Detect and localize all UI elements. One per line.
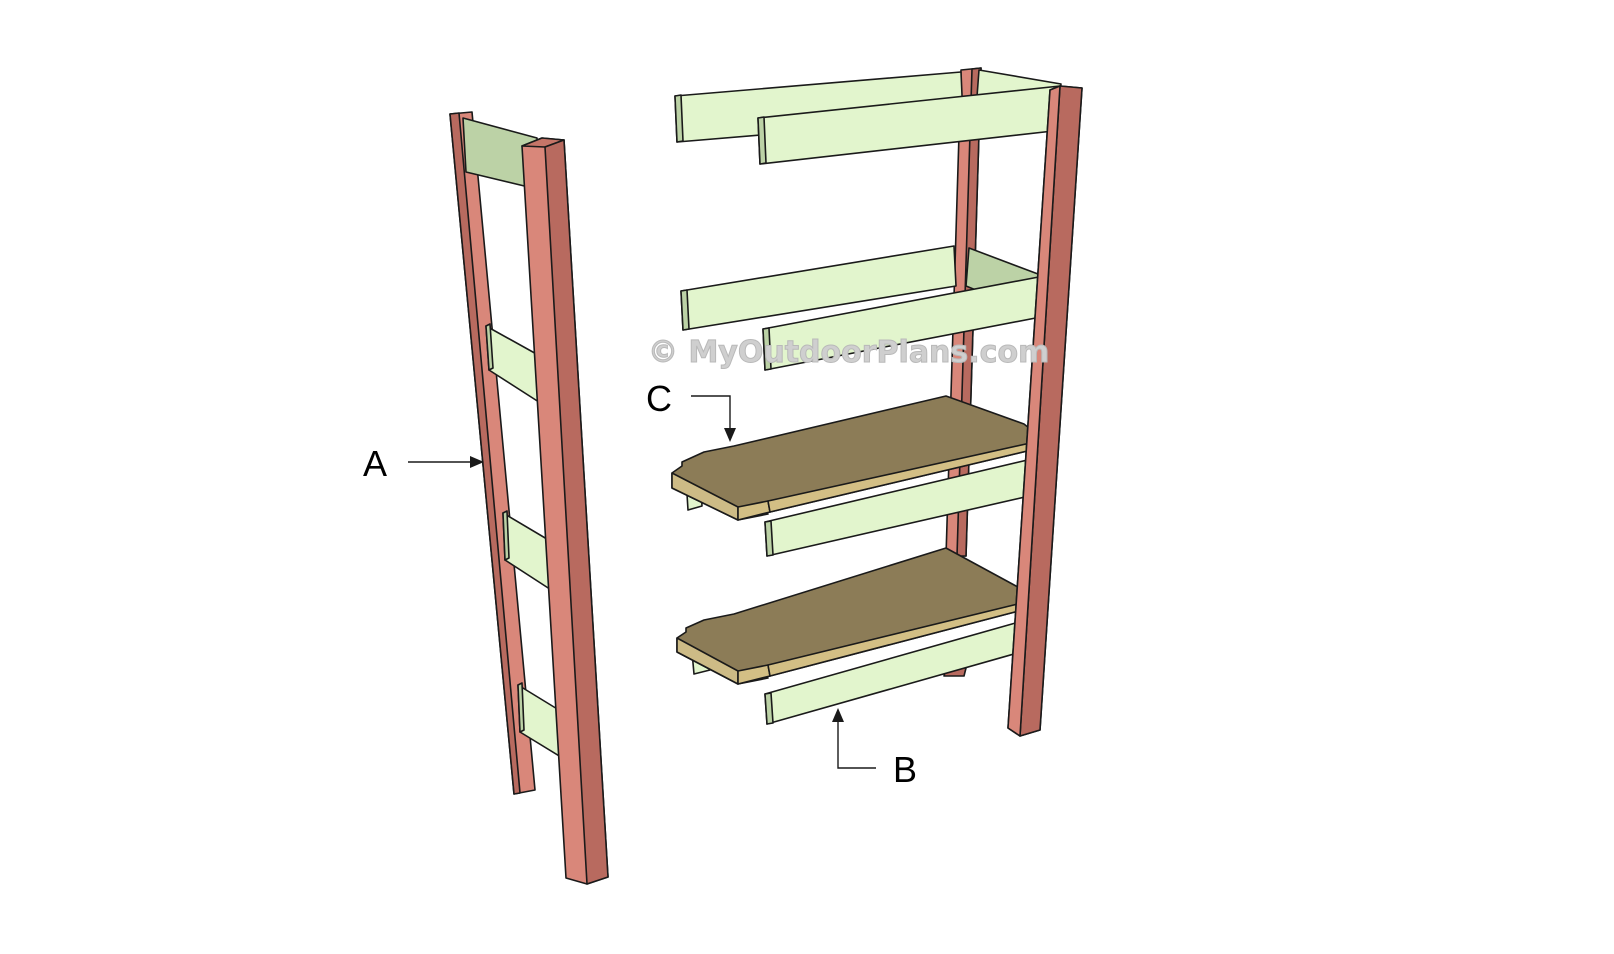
callout-b: B	[832, 708, 917, 790]
leader-line-c	[691, 395, 731, 428]
leader-line-b	[837, 722, 876, 769]
label-c: C	[646, 378, 672, 419]
arrowhead-b	[832, 708, 844, 722]
callout-a: A	[363, 443, 484, 484]
arrowhead-a	[470, 456, 484, 468]
shelf-assembly	[671, 67, 1083, 737]
watermark-text: © MyOutdoorPlans.com	[648, 335, 1049, 370]
arrowhead-c	[724, 428, 736, 442]
side-frame-a	[449, 111, 609, 885]
label-b: B	[893, 749, 917, 790]
upper-shelf-board-c	[671, 395, 1045, 521]
label-a: A	[363, 443, 387, 484]
lower-shelf-board	[676, 547, 1035, 685]
callout-c: C	[646, 378, 736, 442]
